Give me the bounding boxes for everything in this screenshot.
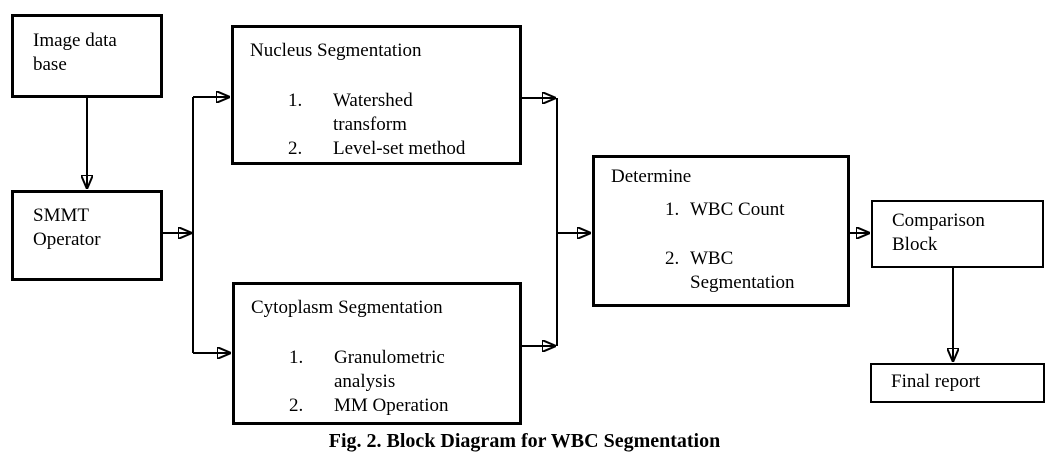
list-item-number: 1. (665, 199, 680, 220)
list-item-number: 1. (289, 347, 304, 368)
list-item: 1. WBC Count (611, 198, 847, 222)
cytoplasm-title: Cytoplasm Segmentation (251, 297, 443, 318)
final-report-label: Final report (891, 371, 981, 392)
list-item-number: 1. (288, 90, 303, 111)
figure-caption: Fig. 2. Block Diagram for WBC Segmentati… (328, 430, 721, 452)
nucleus-segmentation-box: Nucleus Segmentation 1. Watershed transf… (231, 25, 522, 165)
comparison-block-label: Comparison Block (892, 210, 985, 255)
nucleus-method-list: 1. Watershed transform 2. Level-set meth… (250, 89, 519, 161)
list-item-text: Watershed transform (333, 90, 413, 135)
determine-box: Determine 1. WBC Count 2. WBC Segmentati… (592, 155, 850, 307)
list-item-number: 2. (665, 248, 680, 269)
cytoplasm-method-list: 1. Granulometric analysis 2. MM Operatio… (251, 346, 519, 418)
nucleus-title: Nucleus Segmentation (250, 40, 422, 61)
list-item: 1. Watershed transform (250, 89, 519, 137)
final-report-box: Final report (870, 363, 1045, 403)
comparison-block-box: Comparison Block (871, 200, 1044, 268)
smmt-operator-box: SMMT Operator (11, 190, 163, 281)
list-item: 2. WBC Segmentation (611, 247, 847, 295)
smmt-operator-label: SMMT Operator (33, 205, 101, 250)
determine-output-list: 1. WBC Count 2. WBC Segmentation (611, 198, 847, 295)
list-item-number: 2. (289, 395, 304, 416)
list-item-text: MM Operation (334, 395, 449, 416)
image-database-box: Image data base (11, 14, 163, 98)
cytoplasm-segmentation-box: Cytoplasm Segmentation 1. Granulometric … (232, 282, 522, 425)
list-item-text: Granulometric analysis (334, 347, 445, 392)
list-item: 2. Level-set method (250, 137, 519, 161)
image-database-label: Image data base (33, 30, 117, 75)
list-item-text: Level-set method (333, 138, 466, 159)
list-item-text: WBC Count (690, 199, 785, 220)
list-item-number: 2. (288, 138, 303, 159)
list-item-text: WBC Segmentation (690, 248, 795, 293)
list-item: 2. MM Operation (251, 394, 519, 418)
list-item: 1. Granulometric analysis (251, 346, 519, 394)
determine-title: Determine (611, 166, 692, 187)
